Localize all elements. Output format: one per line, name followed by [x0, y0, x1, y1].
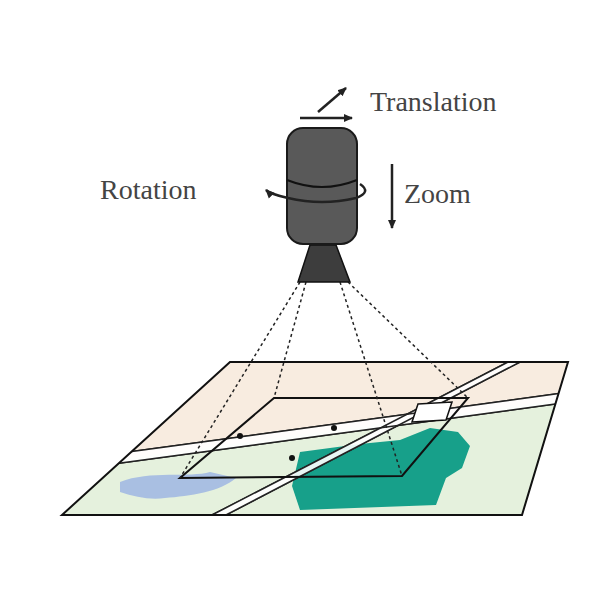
- view-frame: [180, 398, 468, 478]
- small-frame: [412, 402, 452, 422]
- map-border: [62, 362, 568, 515]
- projection-lines: [180, 282, 468, 478]
- camera: [287, 128, 357, 282]
- motion-label: Translation: [370, 88, 497, 116]
- motion-label: Zoom: [404, 180, 471, 208]
- motion-label: Rotation: [100, 176, 196, 204]
- map: [40, 362, 600, 530]
- feature-points: [237, 425, 337, 461]
